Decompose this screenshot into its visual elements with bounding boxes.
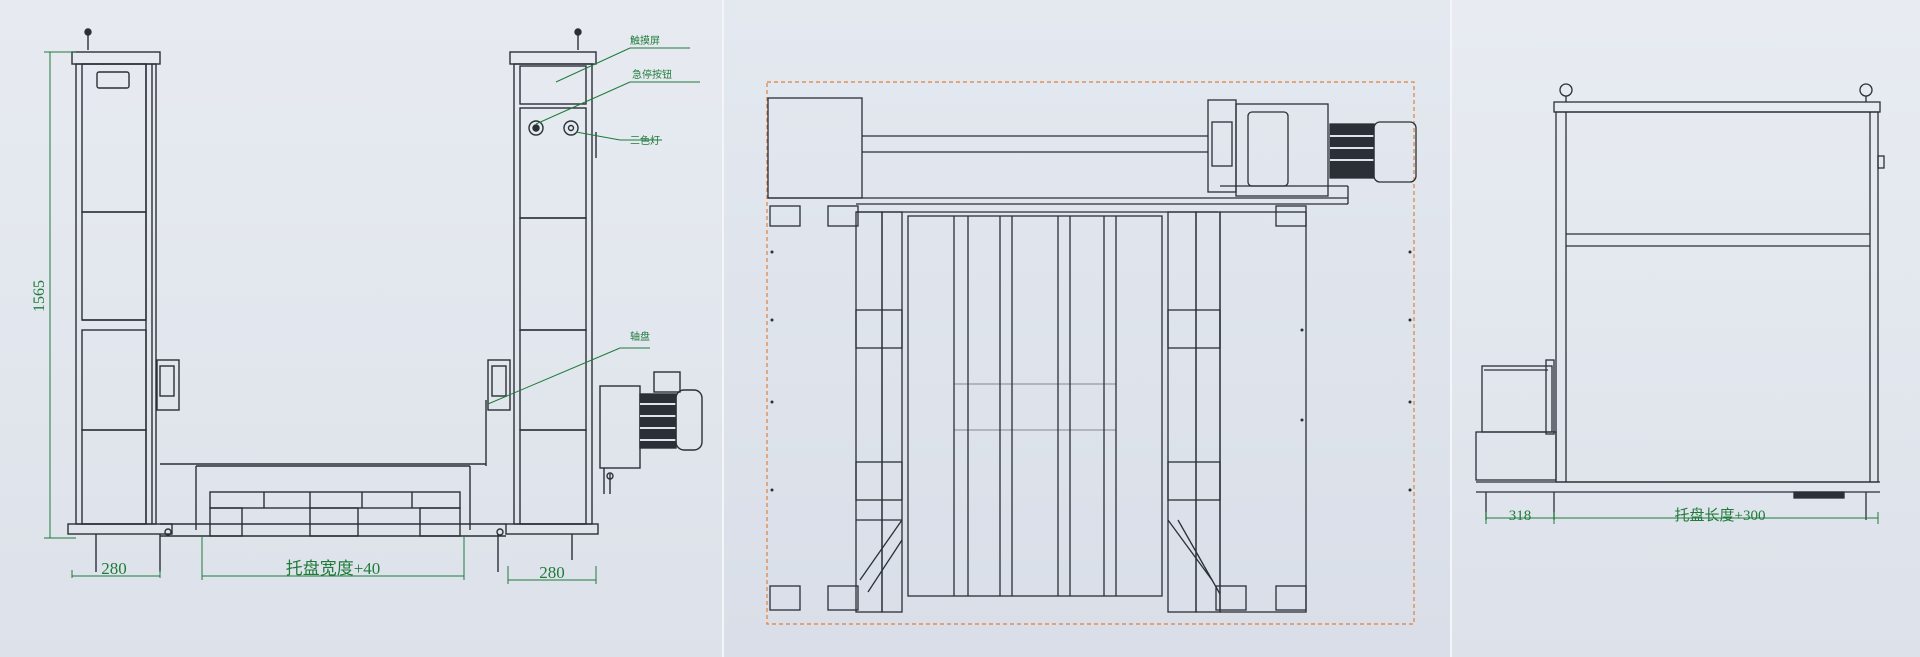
callout-emergency-stop: 急停按钮: [632, 68, 672, 81]
top-view-panel: [723, 0, 1451, 657]
top-view: [766, 81, 1417, 625]
lifting-eye: [1859, 83, 1873, 97]
front-view-dimensions: [44, 47, 700, 584]
panel-divider: [1450, 0, 1452, 657]
callout-spool: 轴盘: [630, 330, 650, 343]
front-view-panel: [0, 0, 723, 657]
panel-divider: [722, 0, 724, 657]
callout-tower-light: 三色灯: [630, 134, 660, 147]
boundary-outline: [766, 81, 1415, 625]
top-view-fasteners: [770, 250, 1412, 492]
front-view: [67, 28, 703, 572]
tray-width-dimension-label: 托盘宽度+40: [286, 559, 381, 578]
side-view: [1475, 83, 1885, 520]
drive-motor: [599, 371, 703, 494]
tower-light: [563, 120, 579, 136]
lifting-eye: [1559, 83, 1573, 97]
callout-touchscreen: 触摸屏: [630, 34, 660, 47]
emergency-stop-button: [528, 120, 544, 136]
side-view-dimensions: [1485, 512, 1879, 524]
front-view-labels: 1565 280 托盘宽度+40 280 触摸屏 急停按钮 三色灯 轴盘: [31, 34, 672, 582]
side-view-panel: [1451, 0, 1920, 657]
panel-window: [96, 71, 130, 89]
tray-bed: [160, 463, 506, 537]
side-left-dimension-label: 318: [1509, 508, 1532, 524]
left-column: [67, 28, 180, 572]
side-view-labels: 318 托盘长度+300: [1509, 506, 1766, 524]
left-width-dimension-label: 280: [101, 559, 127, 578]
right-column: [485, 28, 599, 572]
right-width-dimension-label: 280: [539, 563, 565, 582]
height-dimension-label: 1565: [31, 280, 48, 312]
tray-length-dimension-label: 托盘长度+300: [1675, 506, 1766, 524]
